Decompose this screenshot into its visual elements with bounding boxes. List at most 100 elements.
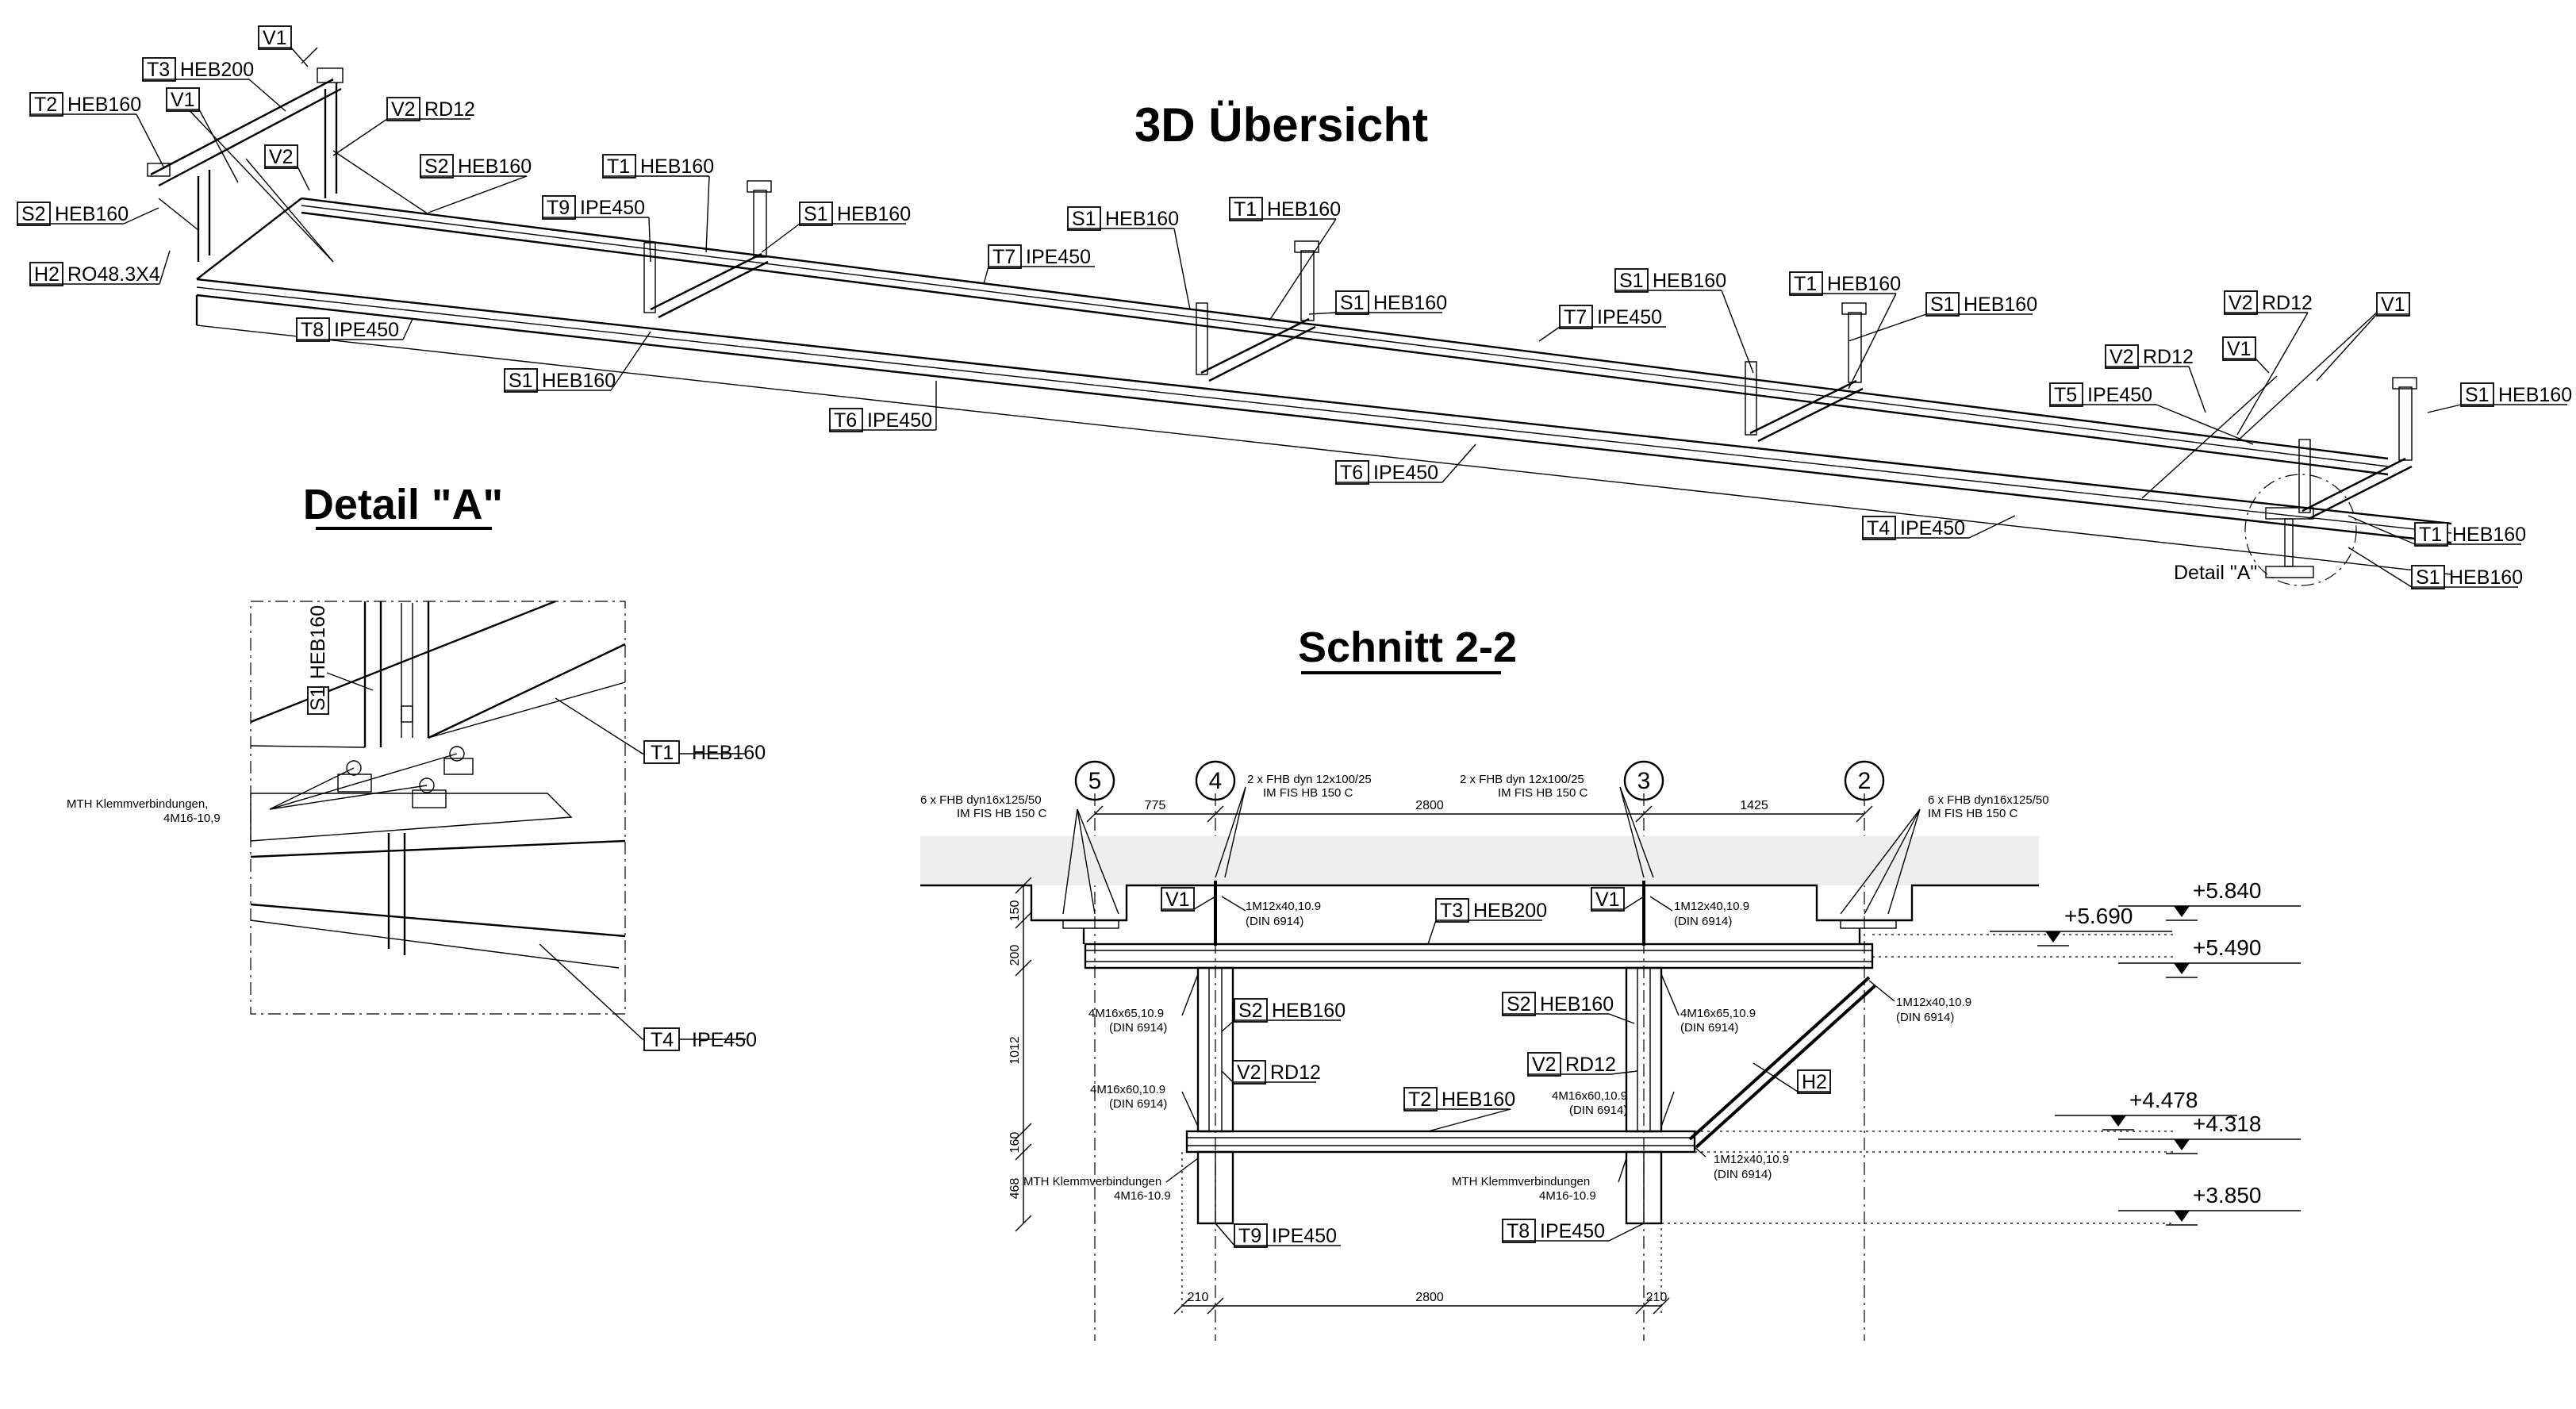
overview-label-23-tag: S1 [1930,294,1955,316]
overview-title: 3D Übersicht [1134,98,1428,152]
section-title: Schnitt 2-2 [1298,624,1517,671]
bolt-g-line2: (DIN 6914) [1680,1021,1738,1035]
overview-label-19: S1 HEB160 [1308,290,1447,315]
overview-label-14-tag: S1 [509,370,533,392]
level-marker: +5.840 [2118,878,2301,921]
detail-s1-text: HEB160 [307,605,329,679]
level-value: +5.490 [2193,935,2261,960]
overview-label-7: S2 HEB160 [420,154,532,213]
section-member-11-tag: T8 [1507,1220,1530,1242]
section-member-5-text: HEB160 [1540,993,1614,1015]
overview-label-32-tag: T1 [2419,524,2442,546]
level-marker: +5.690 [1990,904,2172,946]
detail-s1-tag: S1 [307,686,329,711]
detail-t1-text: HEB160 [692,742,766,764]
anchor-mid-3: 2 x FHB dyn 12x100/25 [1460,773,1584,786]
overview-label-7-tag: S2 [424,155,449,178]
section-member-4-tag: S2 [1238,1000,1263,1022]
overview-label-10-tag: T1 [607,155,630,178]
overview-label-12-text: HEB160 [837,203,911,225]
overview-label-31-tag: T4 [1867,517,1890,539]
overview-label-8-text: HEB160 [55,203,129,225]
ceiling-slab [920,836,2039,885]
bolt-c-line2: (DIN 6914) [1896,1011,1954,1024]
level-value: +4.318 [2193,1111,2261,1136]
bolt-h-line2: (DIN 6914) [1569,1104,1627,1117]
overview-label-8: S2 HEB160 [17,202,159,226]
overview-label-19-tag: S1 [1340,292,1365,314]
overview-label-8-tag: S2 [21,203,46,225]
section-member-11-text: IPE450 [1540,1220,1605,1242]
clamp-right-line2: 4M16-10.9 [1539,1189,1596,1203]
bolt-d-line2: (DIN 6914) [1714,1168,1772,1181]
overview-label-17-tag: T1 [1234,198,1257,221]
overview-label-7-text: HEB160 [458,155,532,178]
overview-label-13-tag: T8 [301,319,324,341]
bolt-g-line1: 4M16x65,10.9 [1680,1007,1756,1020]
overview-label-9-text: RO48.3X4 [67,263,160,286]
section-member-10-tag: T9 [1238,1225,1261,1247]
overview-label-5: V2 RD12 [332,97,475,156]
grid-axis-label: 3 [1637,768,1651,794]
bolt-f-line1: 4M16x60,10.9 [1090,1083,1165,1096]
left-dim-1: 150 [1008,900,1022,922]
overview-label-6: V2 [264,144,310,191]
detail-clamp-line2: 4M16-10,9 [163,812,221,825]
overview-label-5-tag: V2 [391,98,416,121]
detail-t4-text: IPE450 [692,1029,757,1051]
overview-label-2: T3 HEB200 [142,57,286,112]
anchor-left-2: IM FIS HB 150 C [957,807,1047,820]
overview-label-28: V1 [2222,336,2270,374]
overview-label-21-tag: S1 [1619,270,1644,292]
top-dim-2: 2800 [1415,799,1444,812]
overview-label-2-text: HEB200 [180,59,254,81]
bolt-a-line2: (DIN 6914) [1246,915,1303,928]
overview-label-5-text: RD12 [424,98,475,121]
overview-3d-structure: Detail "A" [147,47,2452,586]
left-dim-4: 160 [1008,1132,1022,1154]
detail-t4-tag: T4 [651,1029,674,1051]
overview-label-2-tag: T3 [147,59,170,81]
grid-axis-label: 4 [1209,768,1223,794]
overview-label-21: S1 HEB160 [1614,268,1754,374]
overview-label-25-tag: V2 [2229,292,2253,314]
overview-label-27-text: RD12 [2143,346,2194,368]
overview-label-21-text: HEB160 [1653,270,1726,292]
section-member-5-tag: S2 [1507,993,1531,1015]
overview-label-14-text: HEB160 [542,370,616,392]
overview-label-27-tag: V2 [2110,346,2134,368]
overview-label-3-tag: T2 [34,94,57,116]
bolt-e-line1: 4M16x65,10.9 [1088,1007,1164,1020]
bottom-dim-1: 210 [1188,1291,1209,1304]
section-member-3-text: HEB200 [1473,900,1547,922]
bolt-b-line2: (DIN 6914) [1674,915,1732,928]
grid-axis-label: 2 [1858,768,1872,794]
overview-label-4: V1 [166,87,239,183]
overview-label-19-text: HEB160 [1373,292,1447,314]
overview-label-16-tag: S1 [1072,208,1096,230]
bolt-f-line2: (DIN 6914) [1109,1097,1167,1111]
bottom-dim-2: 2800 [1415,1291,1444,1304]
section-member-8-tag: T2 [1408,1088,1431,1111]
left-dim-2: 200 [1008,945,1022,966]
overview-label-30-tag: S1 [2465,384,2490,406]
section-member-2-tag: V1 [1595,889,1620,911]
